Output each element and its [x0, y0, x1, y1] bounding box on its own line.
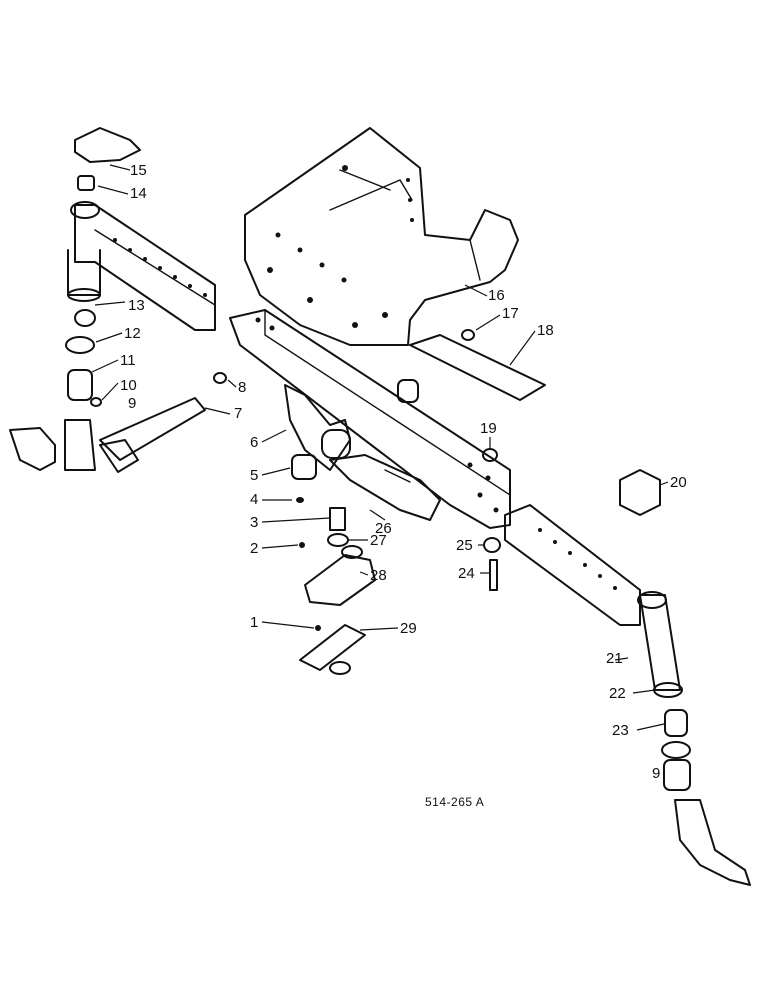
callout-10: 10: [120, 377, 137, 394]
right-axle-extension: [504, 504, 751, 886]
callout-7: 7: [234, 405, 242, 422]
callout-6: 6: [250, 434, 258, 451]
callout-3: 3: [250, 514, 258, 531]
callout-12: 12: [124, 325, 141, 342]
callout-28: 28: [370, 567, 387, 584]
callout-9-right: 9: [652, 765, 660, 782]
callout-labels: 15 14 13 12 11 10 9 8 7 6 5 4 3 2 1 27 2…: [120, 162, 687, 782]
callout-24: 24: [458, 565, 475, 582]
callout-8: 8: [238, 379, 246, 396]
callout-26: 26: [375, 520, 392, 537]
callout-21: 21: [606, 650, 623, 667]
callout-25: 25: [456, 537, 473, 554]
callout-18: 18: [537, 322, 554, 339]
callout-19: 19: [480, 420, 497, 437]
leader-lines: [91, 164, 669, 774]
center-small-parts: [291, 454, 376, 675]
callout-22: 22: [609, 685, 626, 702]
left-king-pin-stack: [9, 127, 141, 471]
figure-reference-code: 514-265 A: [425, 795, 484, 809]
callout-14: 14: [130, 185, 147, 202]
callout-11: 11: [120, 352, 136, 369]
frame-bracket-part-16: [244, 127, 519, 346]
callout-15-top: 15: [130, 162, 147, 179]
callout-16-top: 16: [488, 287, 505, 304]
callout-1: 1: [250, 614, 258, 631]
callout-13: 13: [128, 297, 145, 314]
callout-4: 4: [250, 491, 258, 508]
callout-9-left: 9: [128, 395, 136, 412]
callout-20: 20: [670, 474, 687, 491]
callout-23: 23: [612, 722, 629, 739]
left-axle-extension-part-13: [67, 201, 216, 331]
right-small-parts: [409, 329, 661, 591]
callout-17: 17: [502, 305, 519, 322]
callout-2: 2: [250, 540, 258, 557]
tie-rod-part-7: [99, 372, 227, 473]
callout-5: 5: [250, 467, 258, 484]
callout-29: 29: [400, 620, 417, 637]
pivot-bracket-part-6: [284, 384, 441, 521]
main-axle-beam: [229, 309, 511, 529]
callout-27: 27: [370, 532, 387, 549]
